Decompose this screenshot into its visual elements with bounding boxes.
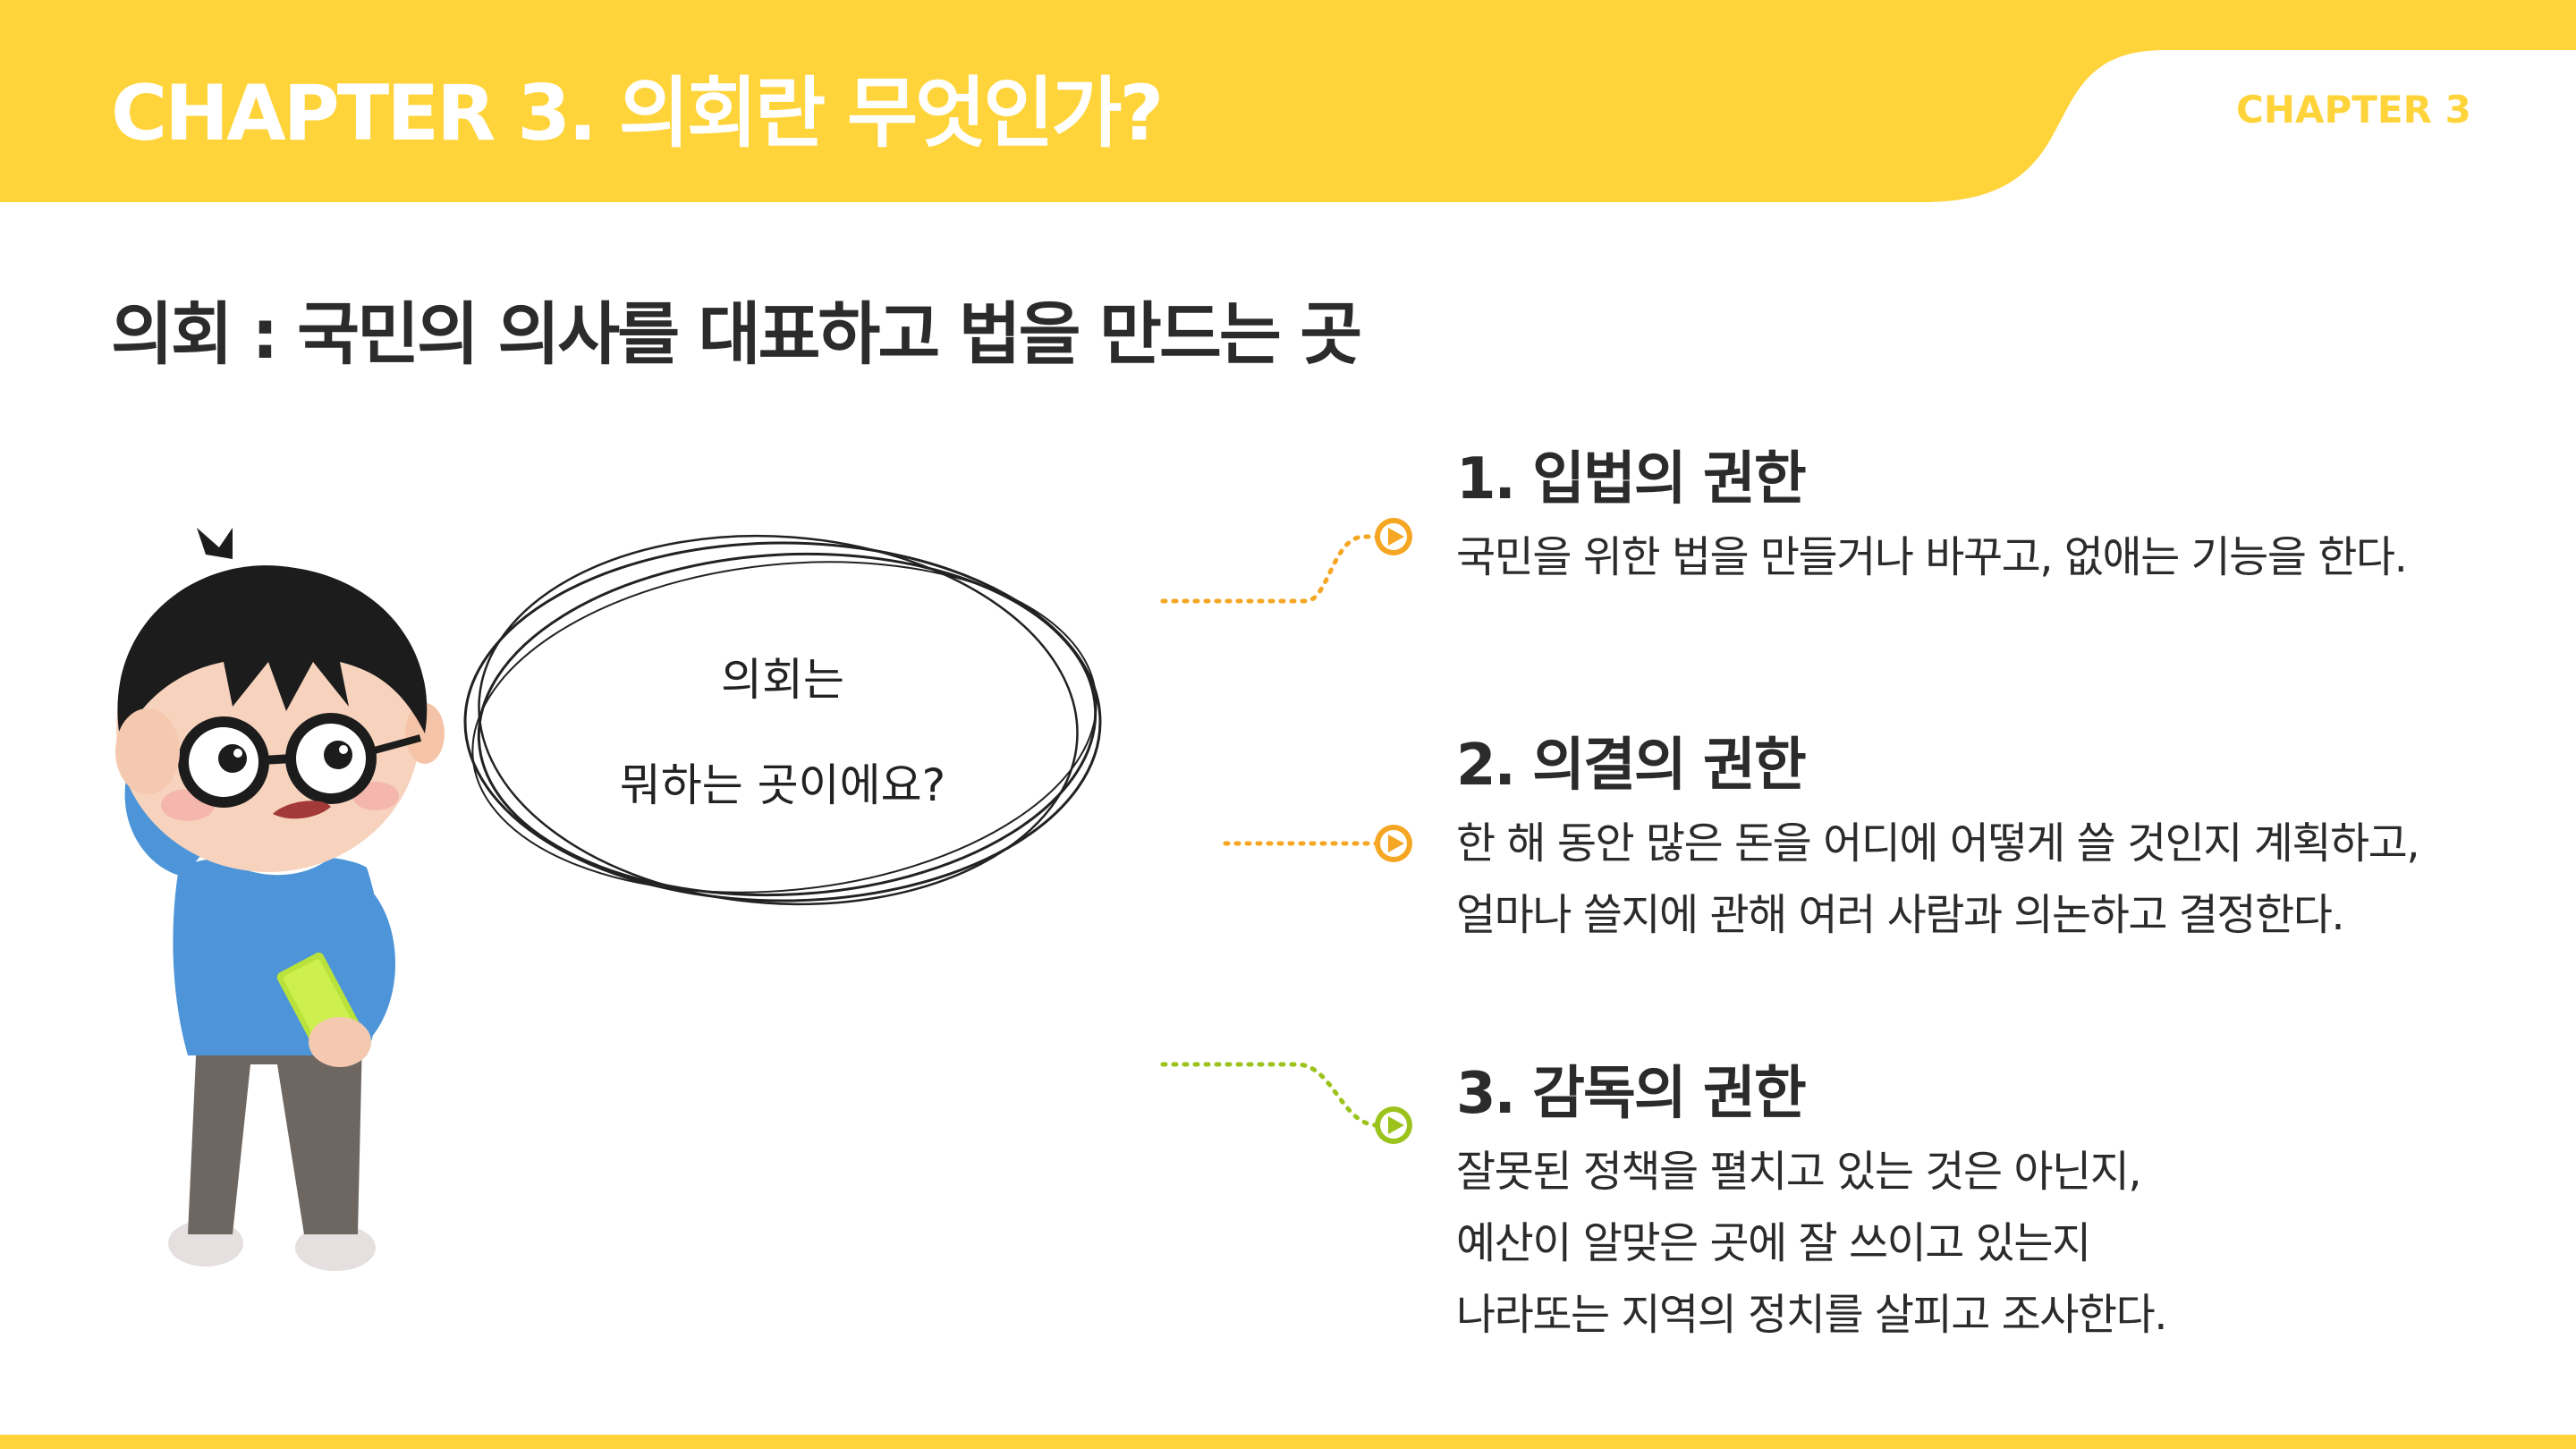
- chapter-tag: CHAPTER 3: [2236, 88, 2471, 131]
- connector-lines: [1160, 518, 1412, 1144]
- item-line: 잘못된 정책을 펼치고 있는 것은 아닌지,: [1456, 1146, 2142, 1197]
- item-line: 예산이 알맞은 곳에 잘 쓰이고 있는지: [1456, 1217, 2091, 1268]
- play-marker-icon-3: [1375, 1106, 1412, 1144]
- play-marker-icon-1: [1375, 518, 1412, 555]
- student-character-illustration: [115, 528, 445, 1271]
- bubble-text-line1: 의회는: [721, 654, 844, 706]
- item-title: 1. 입법의 권한: [1456, 446, 1807, 513]
- header-tab-shape: [1923, 50, 2576, 202]
- item-line: 나라또는 지역의 정치를 살피고 조사한다.: [1456, 1289, 2168, 1340]
- chapter-title: CHAPTER 3. 의회란 무엇인가?: [111, 69, 1164, 158]
- item-resolution: 2. 의결의 권한 한 해 동안 많은 돈을 어디에 어떻게 쓸 것인지 계획하…: [1456, 732, 2420, 951]
- item-supervision: 3. 감독의 권한 잘못된 정책을 펼치고 있는 것은 아닌지, 예산이 알맞은…: [1456, 1060, 2168, 1351]
- play-marker-icon-2: [1375, 825, 1412, 862]
- bubble-text-line2: 뭐하는 곳이에요?: [619, 759, 946, 811]
- bottom-accent-bar: [0, 1435, 2576, 1449]
- item-title: 2. 의결의 권한: [1456, 733, 1807, 799]
- page-subtitle: 의회 : 국민의 의사를 대표하고 법을 만드는 곳: [111, 294, 1362, 374]
- item-description: 한 해 동안 많은 돈을 어디에 어떻게 쓸 것인지 계획하고, 얼마나 쓸지에…: [1456, 808, 2420, 951]
- item-line: 한 해 동안 많은 돈을 어디에 어떻게 쓸 것인지 계획하고,: [1456, 818, 2420, 869]
- item-title: 3. 감독의 권한: [1456, 1061, 1807, 1127]
- item-legislative: 1. 입법의 권한 국민을 위한 법을 만들거나 바꾸고, 없애는 기능을 한다…: [1456, 445, 2408, 593]
- speech-bubble: [463, 534, 1102, 906]
- connector-1: [1160, 534, 1389, 604]
- connector-3: [1160, 1062, 1389, 1128]
- item-description: 국민을 위한 법을 만들거나 바꾸고, 없애는 기능을 한다.: [1456, 521, 2408, 593]
- item-line: 국민을 위한 법을 만들거나 바꾸고, 없애는 기능을 한다.: [1456, 531, 2408, 582]
- item-description: 잘못된 정책을 펼치고 있는 것은 아닌지, 예산이 알맞은 곳에 잘 쓰이고 …: [1456, 1136, 2168, 1351]
- item-line: 얼마나 쓸지에 관해 여러 사람과 의논하고 결정한다.: [1456, 889, 2345, 940]
